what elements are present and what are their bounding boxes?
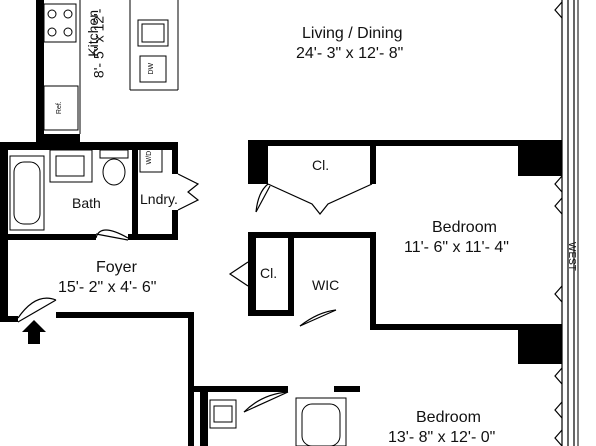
laundry-name: Lndry. (140, 191, 178, 207)
closet2-name: Cl. (260, 265, 278, 281)
bedroom2-fixtures (209, 397, 347, 446)
kitchen-fixtures (43, 0, 179, 134)
bedroom1-dims: 11'- 6" x 11'- 4" (404, 239, 509, 256)
dishwasher-label: DW (148, 62, 156, 75)
compass-west-label: WEST (566, 242, 577, 271)
washer-dryer-label: W/D (146, 150, 154, 165)
kitchen-dims: 8'- 5" x 12'- (90, 8, 107, 79)
foyer-name: Foyer (96, 259, 137, 276)
living-dining-name: Living / Dining (302, 25, 403, 42)
doors (17, 173, 373, 413)
bedroom2-dims: 13'- 8" x 12'- 0" (388, 429, 496, 446)
window-wall (561, 0, 579, 446)
bath-name: Bath (72, 195, 101, 211)
entry-arrow (22, 320, 46, 344)
foyer-dims: 15'- 2" x 4'- 6" (58, 279, 157, 296)
closet1-name: Cl. (312, 157, 330, 173)
walls (0, 0, 562, 446)
bedroom2-name: Bedroom (416, 409, 481, 426)
window-mullions (554, 1, 563, 446)
wic-name: WIC (312, 277, 340, 293)
living-dining-dims: 24'- 3" x 12'- 8" (296, 45, 404, 62)
bedroom1-name: Bedroom (432, 219, 497, 236)
bath-fixtures (9, 145, 163, 231)
refrigerator-label: Ref. (55, 101, 63, 115)
